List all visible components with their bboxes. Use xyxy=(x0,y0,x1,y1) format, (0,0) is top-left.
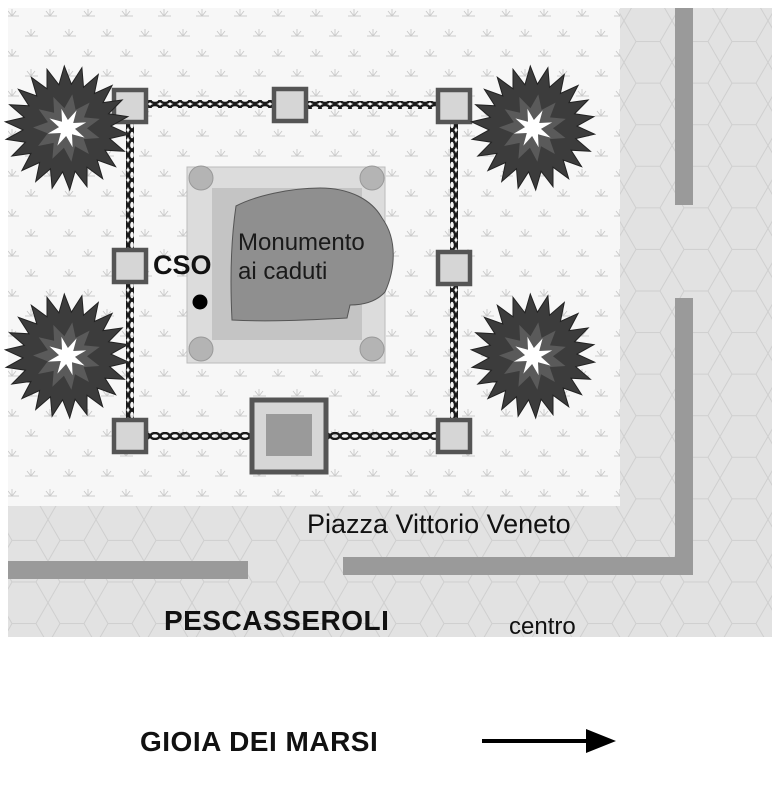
pescasseroli-label: PESCASSEROLI xyxy=(164,605,390,636)
plinth-corner xyxy=(359,165,385,191)
plinth-corner xyxy=(359,336,385,362)
tree-icon xyxy=(3,64,131,192)
tree-icon xyxy=(469,292,597,420)
cso-label: CSO xyxy=(153,250,212,280)
centro-label: centro xyxy=(509,613,576,640)
curb-right-top xyxy=(675,8,693,205)
curb-bottom-right xyxy=(343,557,693,575)
bollard-post xyxy=(271,86,309,124)
arrow-right-icon xyxy=(482,729,616,753)
monument-label-line1: Monumento xyxy=(238,229,365,256)
gioia-dei-marsi-label: GIOIA DEI MARSI xyxy=(140,726,379,757)
curb-bottom-left xyxy=(8,561,248,579)
monument-label: Monumento ai caduti xyxy=(238,228,365,286)
tree-icon xyxy=(3,292,131,420)
tree-icon xyxy=(469,64,597,192)
bollard-post xyxy=(435,249,473,287)
chain-fence xyxy=(126,100,458,440)
gate-post xyxy=(249,397,329,475)
bollard-post xyxy=(435,417,473,455)
piazza-label: Piazza Vittorio Veneto xyxy=(307,509,571,539)
bollard-post xyxy=(111,417,149,455)
curb-right-bottom xyxy=(675,298,693,575)
curbs xyxy=(8,8,693,579)
plinth-corner xyxy=(188,336,214,362)
bollard-post xyxy=(111,247,149,285)
plinth-corner xyxy=(188,165,214,191)
control-point-dot xyxy=(192,294,208,310)
monument-label-line2: ai caduti xyxy=(238,258,328,285)
monument-stone xyxy=(230,187,394,322)
bollard-post xyxy=(435,87,473,125)
bollard-posts xyxy=(111,86,473,455)
